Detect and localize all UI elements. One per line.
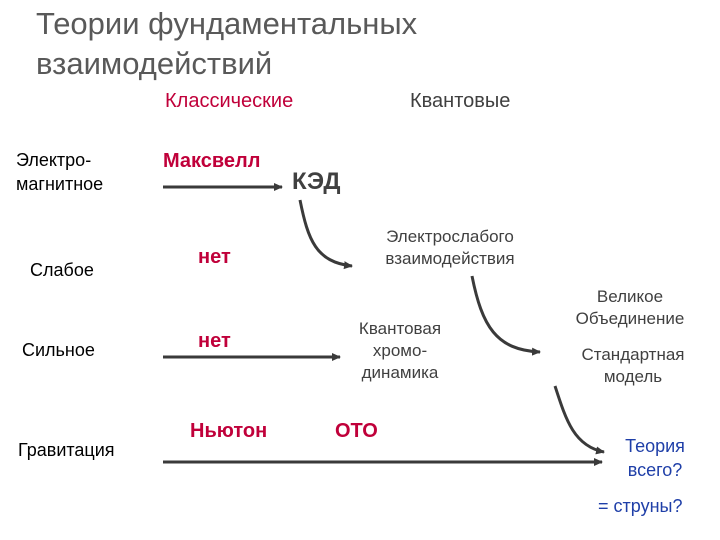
unified-gut: Великое Объединение <box>555 286 705 330</box>
row-label-electromagnetic-1: Электро- <box>16 150 92 170</box>
quantum-electroweak: Электрослабого взаимодействия <box>350 226 550 270</box>
unified-gut-line2: Объединение <box>575 309 685 328</box>
classical-newton: Ньютон <box>190 420 268 442</box>
unified-sm-line2: модель <box>603 367 663 386</box>
quantum-qed: КЭД <box>292 168 341 195</box>
classical-strong-none: нет <box>198 330 231 352</box>
row-label-electromagnetic-2: магнитное <box>16 174 104 194</box>
unified-strings: = струны? <box>598 496 683 516</box>
page-title: Теории фундаментальных взаимодействий <box>36 6 418 81</box>
row-label-gravity: Гравитация <box>18 440 115 460</box>
unified-toe-line1: Теория <box>625 436 685 456</box>
arrow-qed-to-electroweak <box>298 199 353 270</box>
row-label-strong: Сильное <box>22 340 95 360</box>
unified-toe-line2: всего? <box>627 460 683 480</box>
unified-sm: Стандартная модель <box>558 344 708 388</box>
arrow-sm-to-toe <box>553 385 605 455</box>
quantum-qcd-line3: динамика <box>361 363 439 382</box>
quantum-qcd-line1: Квантовая <box>358 319 442 338</box>
unified-gut-line1: Великое <box>596 287 664 306</box>
header-classical: Классические <box>165 90 294 112</box>
row-label-weak: Слабое <box>30 260 94 280</box>
quantum-electroweak-line2: взаимодействия <box>385 249 515 268</box>
arrow-electroweak-to-sm <box>470 275 541 356</box>
header-quantum: Квантовые <box>410 90 511 112</box>
classical-weak-none: нет <box>198 246 231 268</box>
quantum-electroweak-line1: Электрослабого <box>386 227 514 246</box>
quantum-gr: ОТО <box>335 420 378 442</box>
unified-sm-line1: Стандартная <box>581 345 685 364</box>
quantum-qcd-line2: хромо- <box>372 341 428 360</box>
classical-maxwell: Максвелл <box>163 150 261 172</box>
quantum-qcd: Квантовая хромо- динамика <box>330 318 470 384</box>
unified-toe: Теория всего? <box>610 434 700 482</box>
